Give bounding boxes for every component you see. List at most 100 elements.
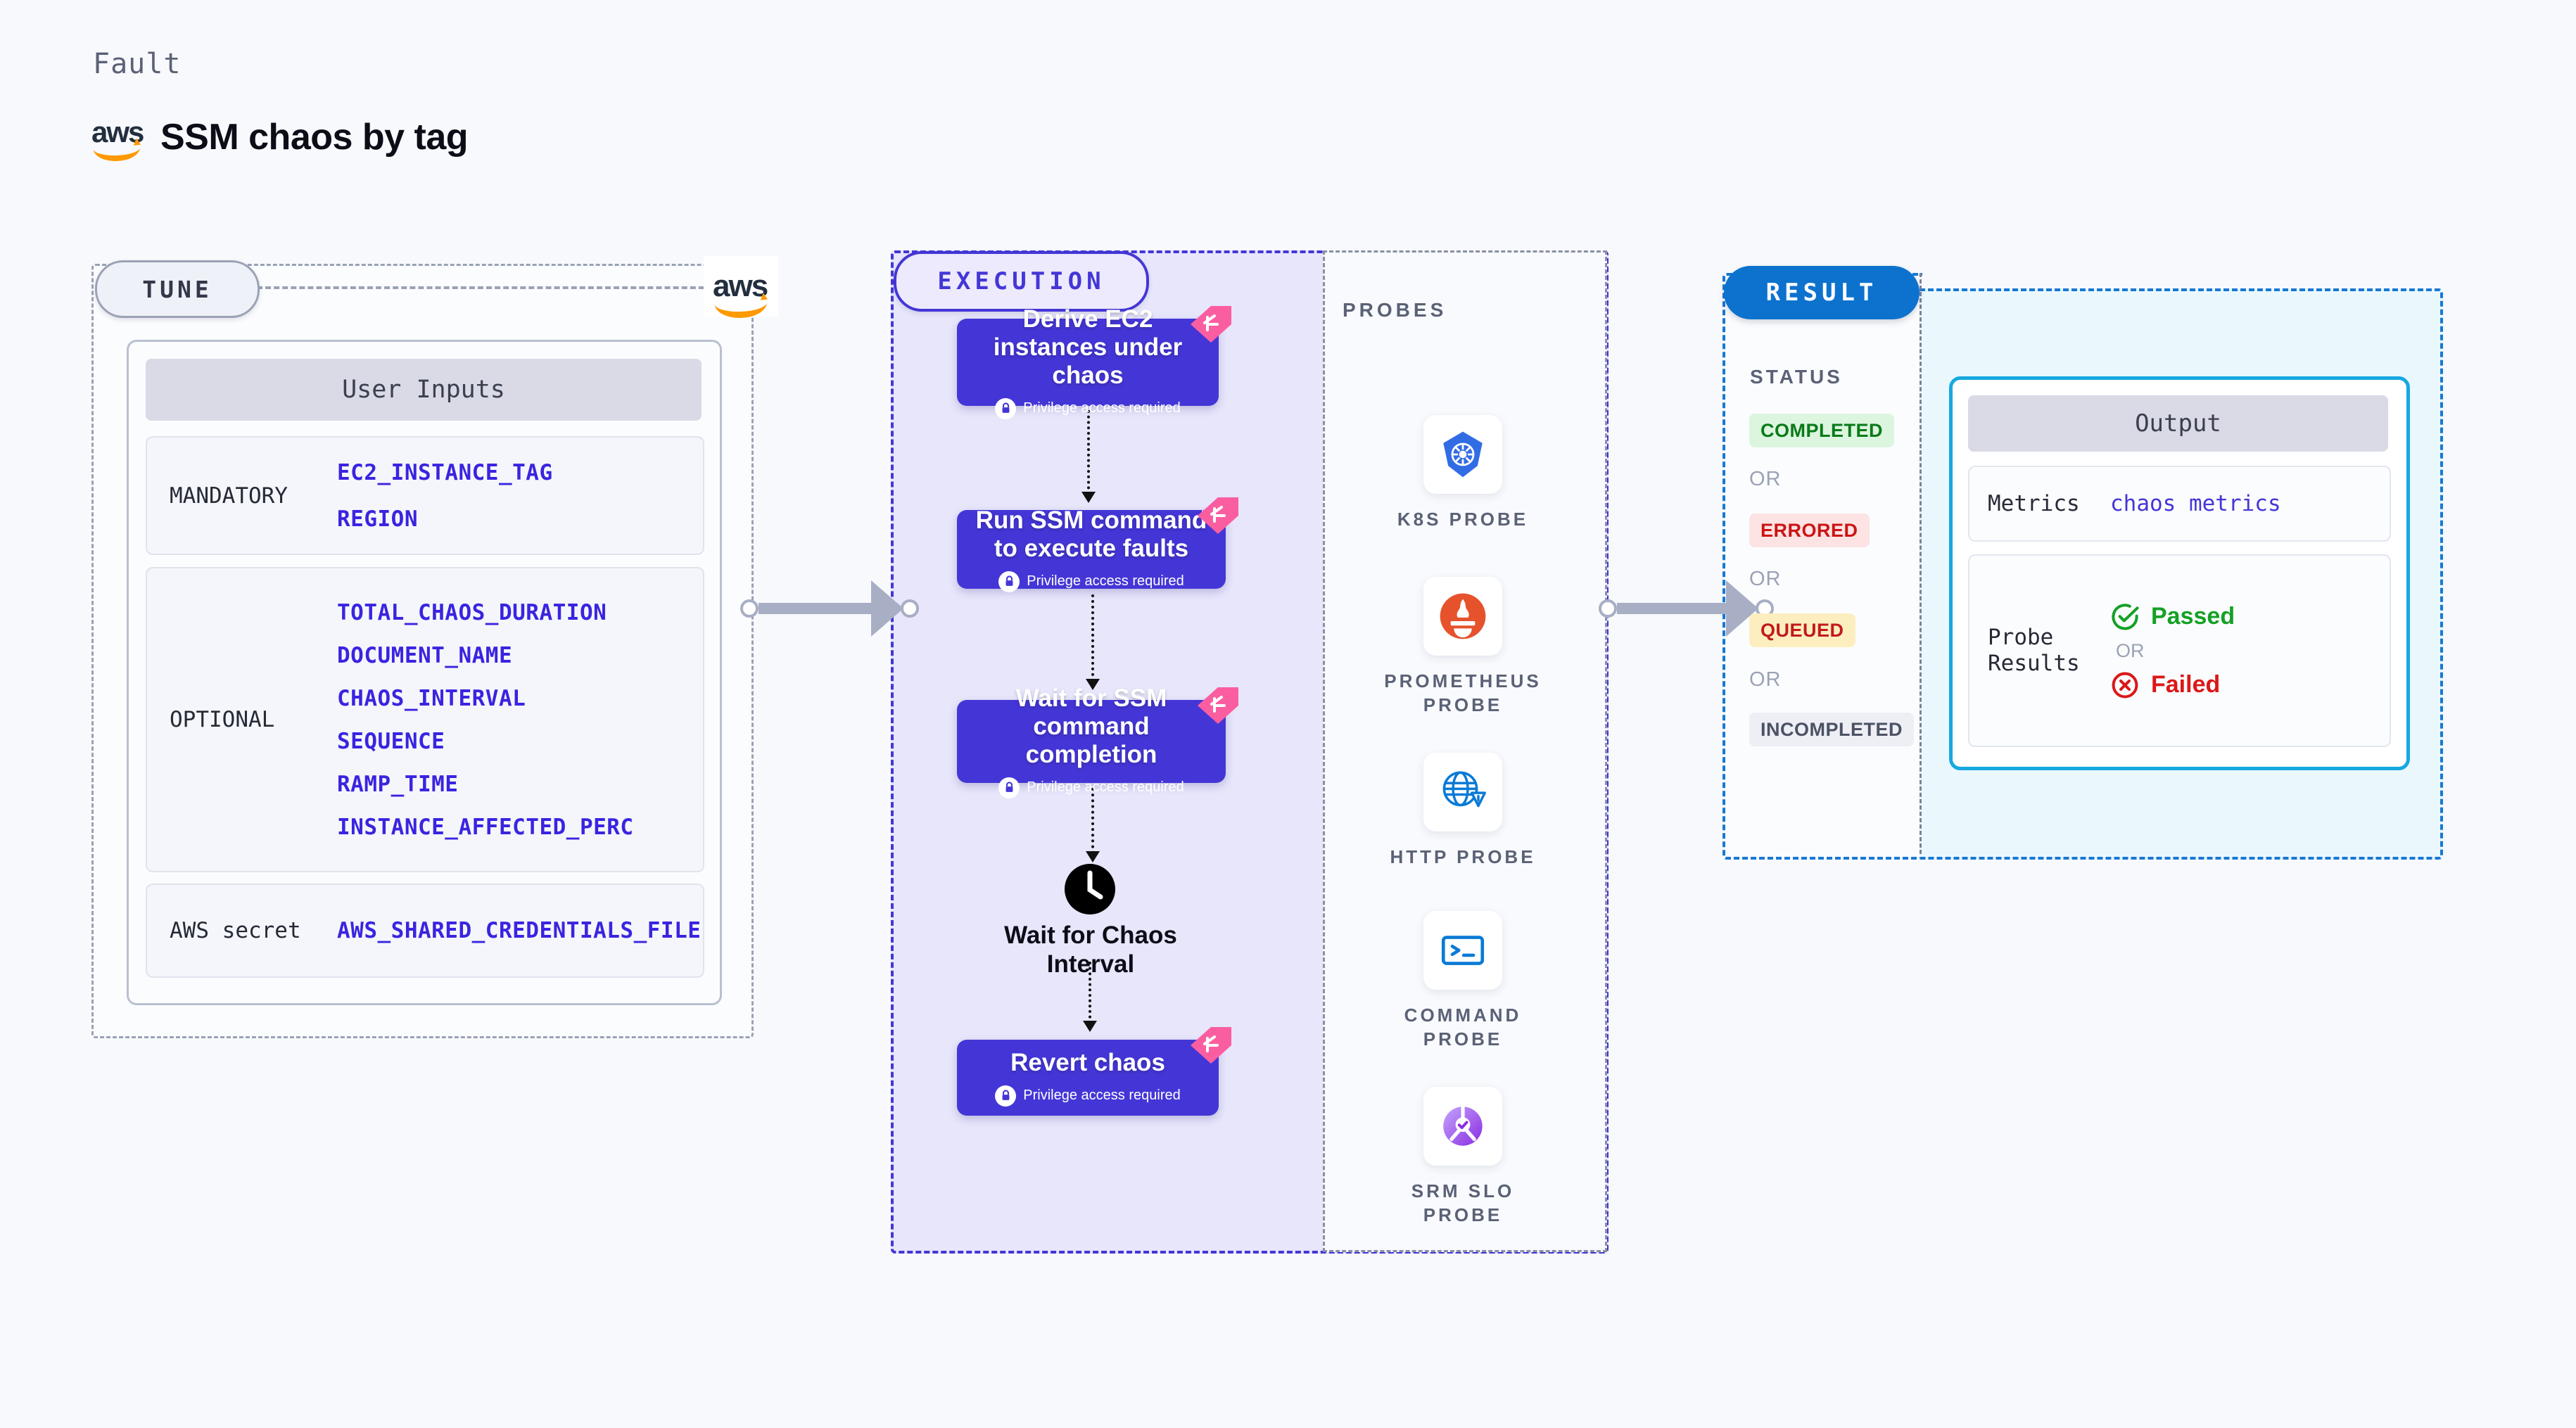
aws-logo-icon: aws [91,117,144,162]
probe-result-passed: Passed [2110,602,2235,632]
probe-label: K8S PROBE [1397,509,1529,530]
kubernetes-icon [1423,415,1502,494]
param-group-label: OPTIONAL [170,707,275,732]
output-title: Output [1968,395,2388,452]
fault-ribbon-icon [1198,497,1238,534]
prometheus-icon [1423,577,1502,656]
probe-label: COMMAND PROBE [1404,1005,1522,1050]
node-title: Revert chaos [1010,1049,1165,1077]
param-value[interactable]: AWS_SHARED_CREDENTIALS_FILE [337,918,702,943]
flow-arrow [1086,788,1100,862]
wait-interval-label: Wait for Chaos Interval [1004,922,1177,978]
status-title: STATUS [1750,366,1843,388]
x-circle-icon [2112,672,2138,698]
param-value[interactable]: CHAOS_INTERVAL [337,685,526,711]
param-value[interactable]: REGION [337,506,418,532]
result-panel-divider [1920,273,1922,854]
execution-node[interactable]: Derive EC2 instances under chaos Privile… [957,305,1231,419]
page-title: SSM chaos by tag [160,117,469,158]
user-inputs-card: User Inputs MANDATORY EC2_INSTANCE_TAG R… [127,340,722,1005]
param-group-optional: OPTIONAL TOTAL_CHAOS_DURATION DOCUMENT_N… [146,567,704,872]
srm-slo-icon [1423,1087,1502,1166]
status-badge: INCOMPLETED [1749,713,1915,746]
output-key: Metrics [1988,490,2080,516]
status-badge: COMPLETED [1749,414,1895,447]
connector-end-dot [901,599,919,618]
param-group-aws-secret: AWS secret AWS_SHARED_CREDENTIALS_FILE [146,884,704,978]
lock-icon [998,570,1020,592]
check-circle-icon [2112,603,2139,630]
param-value[interactable]: EC2_INSTANCE_TAG [337,459,553,485]
fault-ribbon-icon [1191,306,1231,343]
user-inputs-title: User Inputs [146,359,702,421]
privilege-note: Privilege access required [998,570,1184,592]
privilege-note: Privilege access required [998,777,1184,798]
privilege-text: Privilege access required [1027,779,1184,796]
node-title: Run SSM command to execute faults [975,506,1207,562]
connector-execution-to-result [1599,580,1774,637]
param-group-label: AWS secret [170,918,301,943]
output-key: Probe Results [1988,625,2080,676]
probe-label: HTTP PROBE [1390,846,1536,867]
probe-item[interactable]: SRM SLO PROBE [1382,1087,1544,1228]
param-value[interactable]: RAMP_TIME [337,771,459,797]
param-group-mandatory: MANDATORY EC2_INSTANCE_TAG REGION [146,436,704,555]
connector-bar [1617,603,1726,614]
node-title: Derive EC2 instances under chaos [993,305,1183,389]
connector-tune-to-execution [740,580,919,637]
param-value[interactable]: TOTAL_CHAOS_DURATION [337,599,607,625]
lock-icon [995,397,1017,419]
page-title-row: aws SSM chaos by tag [91,116,469,162]
execution-node[interactable]: Run SSM command to execute faults Privil… [957,497,1238,592]
output-value-metrics[interactable]: chaos metrics [2110,491,2281,516]
probe-label: PROMETHEUS PROBE [1384,670,1542,715]
aws-provider-badge: aws [704,256,778,319]
probe-item[interactable]: COMMAND PROBE [1382,911,1544,1052]
or-separator: OR [2116,639,2145,661]
globe-warning-icon [1423,753,1502,831]
probe-failed-label: Failed [2151,671,2221,698]
or-separator: OR [1749,668,1782,691]
execution-node[interactable]: Revert chaos Privilege access required [957,1027,1231,1116]
privilege-note: Privilege access required [995,397,1181,419]
probe-item[interactable]: K8S PROBE [1382,415,1544,532]
node-title: Wait for SSM command completion [1015,684,1167,768]
param-value[interactable]: INSTANCE_AFFECTED_PERC [337,814,634,840]
terminal-icon [1423,911,1502,990]
probe-item[interactable]: PROMETHEUS PROBE [1382,577,1544,718]
output-row-metrics: Metrics chaos metrics [1968,466,2391,542]
privilege-text: Privilege access required [1027,573,1184,589]
lock-icon [995,1085,1017,1107]
probes-title: PROBES [1343,299,1447,321]
privilege-text: Privilege access required [1023,400,1181,416]
execution-panel-tag: EXECUTION [894,251,1149,312]
connector-start-dot [740,599,759,618]
connector-arrowhead [871,580,903,637]
probe-result-failed: Failed [2110,670,2235,700]
status-badge: QUEUED [1749,613,1855,647]
execution-node[interactable]: Wait for SSM command completion Privileg… [957,684,1238,798]
connector-bar [759,603,871,614]
probe-passed-label: Passed [2151,603,2235,630]
output-card: Output Metrics chaos metrics Probe Resul… [1949,376,2410,770]
connector-start-dot [1599,599,1617,618]
result-panel [1722,273,1922,860]
probe-label: SRM SLO PROBE [1411,1180,1515,1225]
status-badge: ERRORED [1749,514,1870,547]
flow-arrow [1086,594,1100,690]
clock-icon [1062,862,1117,917]
privilege-note: Privilege access required [995,1085,1181,1107]
param-group-label: MANDATORY [170,483,288,509]
output-row-probe-results: Probe Results Passed OR Failed [1968,554,2391,747]
param-value[interactable]: DOCUMENT_NAME [337,642,513,668]
flow-arrow [1081,410,1096,503]
tune-provider-connector [257,286,721,289]
page-kicker: Fault [93,48,182,80]
privilege-text: Privilege access required [1023,1088,1181,1104]
lock-icon [998,777,1020,798]
param-value[interactable]: SEQUENCE [337,728,445,754]
flow-arrow [1083,962,1097,1032]
probe-item[interactable]: HTTP PROBE [1382,753,1544,869]
fault-ribbon-icon [1198,687,1238,724]
or-separator: OR [1749,568,1782,590]
